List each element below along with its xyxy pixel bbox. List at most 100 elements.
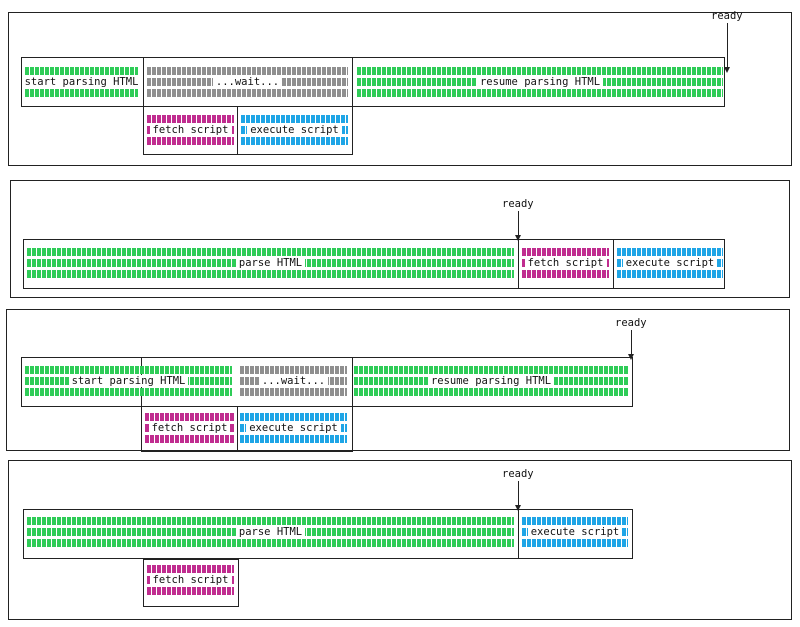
- resume-parsing-html-bar: resume parsing HTML: [352, 364, 630, 398]
- execute-script-bar: execute script: [238, 411, 349, 445]
- timeline-frame: [23, 239, 725, 289]
- wait-bar: ...wait...: [238, 364, 349, 398]
- timeline-frame: [23, 509, 633, 559]
- bar-stripe: [147, 565, 234, 573]
- bar-stripe: [27, 517, 514, 525]
- bar-stripe: [27, 270, 514, 278]
- bar-label-wrap: ...wait...: [145, 65, 350, 99]
- bar-label: execute script: [246, 422, 341, 434]
- bar-label: parse HTML: [235, 257, 306, 269]
- ready-arrow-icon: [515, 505, 521, 511]
- bar-label-wrap: fetch script: [145, 563, 236, 597]
- timeline-frame: [21, 57, 725, 107]
- ready-label: ready: [711, 10, 743, 22]
- bar-label: start parsing HTML: [68, 375, 189, 387]
- bar-stripe: [354, 366, 628, 374]
- fetch-script-bar: fetch script: [520, 246, 611, 280]
- bar-stripe: [357, 67, 723, 75]
- bar-stripe: [241, 137, 348, 145]
- fetch-script-bar: fetch script: [143, 411, 236, 445]
- bar-stripe: [25, 89, 138, 97]
- bar-stripe: [617, 248, 723, 256]
- ready-label: ready: [502, 468, 534, 480]
- execute-script-bar: execute script: [520, 515, 630, 549]
- bar-stripe: [25, 388, 232, 396]
- timeline-frame: [141, 357, 353, 452]
- timeline-panel: parse HTML fetch script execute script read…: [10, 180, 790, 298]
- phase-divider: [237, 407, 238, 452]
- execute-script-bar: execute script: [615, 246, 725, 280]
- timeline-panel: start parsing HTML ...wait... resume parsi…: [6, 309, 790, 452]
- fetch-script-bar: fetch script: [145, 563, 236, 597]
- bar-stripe: [240, 413, 347, 421]
- bar-label-wrap: resume parsing HTML: [352, 364, 630, 398]
- bar-label: fetch script: [149, 574, 232, 586]
- phase-divider: [613, 239, 614, 289]
- phase-divider: [237, 107, 238, 155]
- bar-label: parse HTML: [235, 526, 306, 538]
- timeline-panel: start parsing HTML ...wait... resume parsi…: [8, 10, 792, 166]
- bar-stripe: [357, 89, 723, 97]
- bar-stripe: [354, 388, 628, 396]
- timeline-panel: parse HTML execute script fetch script read…: [8, 460, 792, 620]
- bar-label-wrap: fetch script: [143, 411, 236, 445]
- ready-label: ready: [615, 317, 647, 329]
- bar-label-wrap: execute script: [615, 246, 725, 280]
- bar-stripe: [617, 270, 723, 278]
- bar-label-wrap: start parsing HTML: [23, 364, 234, 398]
- bar-label-wrap: parse HTML: [25, 515, 516, 549]
- wait-bar: ...wait...: [145, 65, 350, 99]
- phase-divider: [518, 509, 519, 559]
- bar-stripe: [522, 517, 628, 525]
- bar-stripe: [240, 388, 347, 396]
- timeline-frame: [143, 559, 239, 607]
- resume-parsing-html-bar: resume parsing HTML: [355, 65, 725, 99]
- ready-marker-line: [518, 481, 519, 507]
- bar-label: start parsing HTML: [21, 76, 142, 88]
- bar-label: execute script: [247, 124, 342, 136]
- bar-stripe: [240, 366, 347, 374]
- bar-stripe: [522, 248, 609, 256]
- bar-stripe: [147, 67, 348, 75]
- execute-script-bar: execute script: [239, 113, 350, 147]
- bar-stripe: [147, 137, 234, 145]
- bar-stripe: [147, 89, 348, 97]
- fetch-script-bar: fetch script: [145, 113, 236, 147]
- bar-stripe: [240, 435, 347, 443]
- bar-stripe: [25, 67, 138, 75]
- bar-label: ...wait...: [258, 375, 329, 387]
- parse-html-bar: parse HTML: [25, 515, 516, 549]
- bar-stripe: [522, 270, 609, 278]
- ready-arrow-icon: [628, 354, 634, 360]
- bar-stripe: [147, 587, 234, 595]
- ready-label: ready: [502, 198, 534, 210]
- bar-stripe: [241, 115, 348, 123]
- bar-stripe: [522, 539, 628, 547]
- phase-divider: [518, 239, 519, 289]
- bar-label-wrap: ...wait...: [238, 364, 349, 398]
- bar-stripe: [145, 413, 234, 421]
- bar-label-wrap: execute script: [238, 411, 349, 445]
- bar-label-wrap: execute script: [239, 113, 350, 147]
- bar-label: execute script: [622, 257, 718, 269]
- bar-stripe: [27, 539, 514, 547]
- bar-label: fetch script: [524, 257, 607, 269]
- ready-arrow-icon: [724, 67, 730, 73]
- bar-label-wrap: execute script: [520, 515, 630, 549]
- ready-marker-line: [631, 330, 632, 356]
- bar-label: execute script: [527, 526, 623, 538]
- timeline-frame: [143, 57, 353, 155]
- bar-stripe: [145, 435, 234, 443]
- ready-marker-line: [727, 23, 728, 69]
- bar-label-wrap: fetch script: [145, 113, 236, 147]
- bar-label-wrap: parse HTML: [25, 246, 516, 280]
- bar-label-wrap: resume parsing HTML: [355, 65, 725, 99]
- bar-stripe: [25, 366, 232, 374]
- bar-stripe: [27, 248, 514, 256]
- bar-stripe: [147, 115, 234, 123]
- ready-arrow-icon: [515, 235, 521, 241]
- bar-label: fetch script: [148, 422, 231, 434]
- bar-label: ...wait...: [212, 76, 283, 88]
- start-parsing-html-bar: start parsing HTML: [23, 364, 234, 398]
- parse-html-bar: parse HTML: [25, 246, 516, 280]
